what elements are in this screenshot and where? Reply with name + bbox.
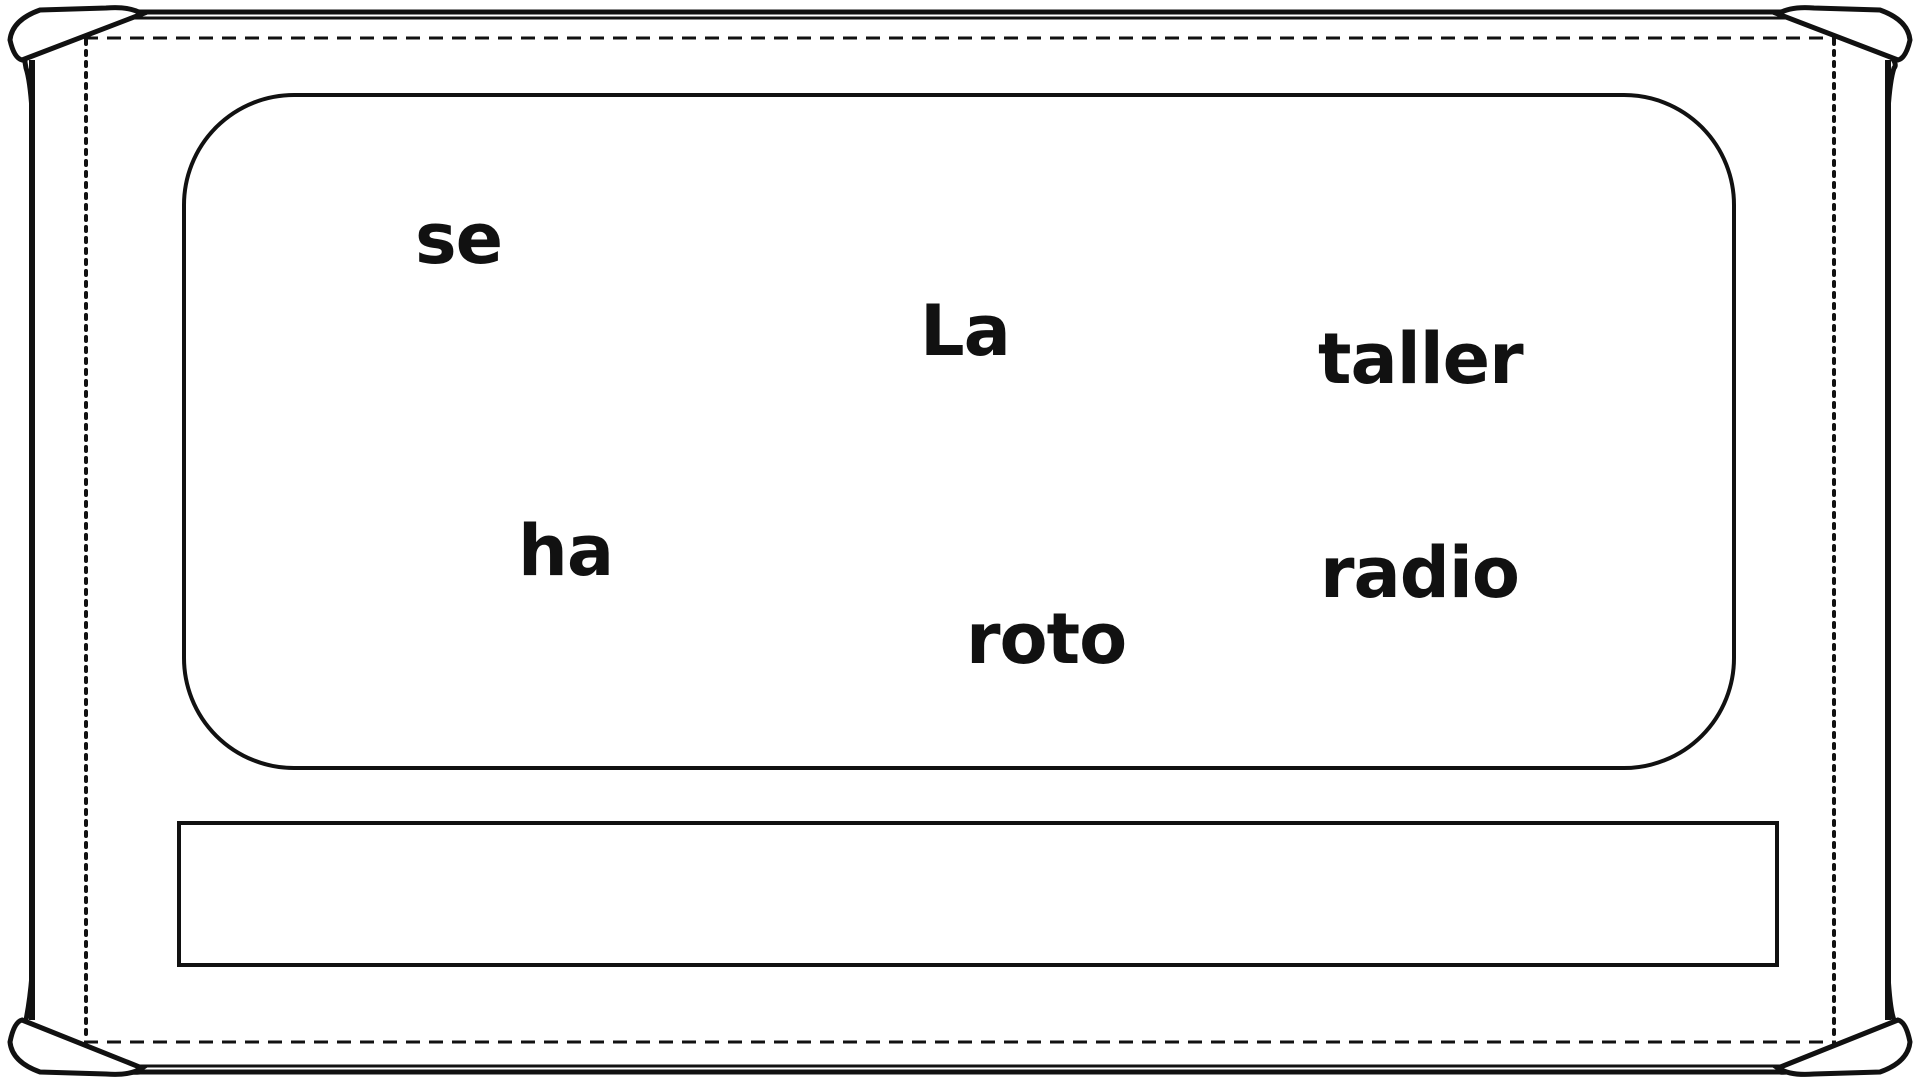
word-radio[interactable]: radio [1320,532,1520,614]
answer-box[interactable] [177,821,1779,967]
corner-top-right [1772,5,1913,63]
word-bank-panel [182,93,1736,770]
corner-top-left [7,5,148,63]
word-se[interactable]: se [415,198,503,280]
word-taller[interactable]: taller [1318,318,1524,400]
word-la[interactable]: La [920,290,1011,372]
word-ha[interactable]: ha [518,510,614,592]
word-roto[interactable]: roto [966,598,1127,680]
corner-bottom-left [7,1017,148,1077]
corner-bottom-right [1772,1017,1913,1077]
